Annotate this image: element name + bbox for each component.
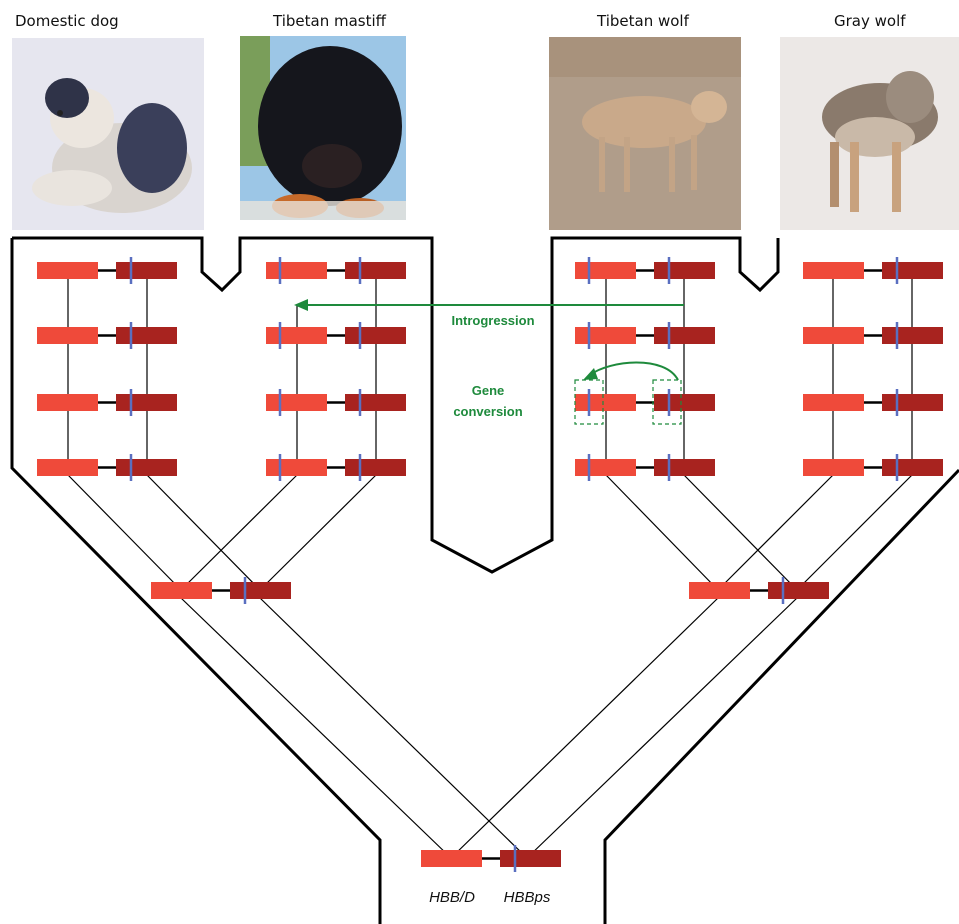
- introgression-label: Introgression: [451, 313, 534, 328]
- hbb-ps-gene-block: [500, 850, 561, 867]
- hbb-d-gene-block: [37, 327, 98, 344]
- gene-pair: [266, 454, 406, 481]
- gene-label-hbb-ps: HBBps: [504, 889, 551, 906]
- hbb-ps-gene-block: [230, 582, 291, 599]
- hbb-ps-gene-block: [116, 394, 177, 411]
- hbb-ps-gene-block: [882, 327, 943, 344]
- domestic-dog-photo: [12, 38, 204, 230]
- hbb-d-gene-block: [803, 394, 864, 411]
- gene-pair: [266, 389, 406, 416]
- tibetan-wolf-photo: [549, 37, 741, 230]
- gene-conversion-arrow: [589, 361, 679, 381]
- gene-conversion-box-source: [652, 379, 682, 425]
- gene-pair: [803, 389, 943, 416]
- hbb-ps-gene-block: [345, 327, 406, 344]
- hbb-d-gene-block: [575, 262, 636, 279]
- gene-lineages: [67, 278, 913, 859]
- gene-pair: [575, 322, 715, 349]
- hbb-d-gene-block: [266, 327, 327, 344]
- gene-pair: [266, 257, 406, 284]
- hbb-d-gene-block: [803, 327, 864, 344]
- hbb-ps-gene-block: [654, 262, 715, 279]
- gene-pair: [421, 845, 561, 872]
- hbb-d-gene-block: [575, 327, 636, 344]
- species-tree-outline-right-branch: [603, 468, 959, 924]
- hbb-d-gene-block: [803, 262, 864, 279]
- gene-pair: [266, 322, 406, 349]
- gene-pair: [689, 577, 829, 604]
- hbb-d-gene-block: [575, 394, 636, 411]
- hbb-ps-gene-block: [345, 459, 406, 476]
- gene-conversion-label-line2: conversion: [453, 404, 522, 419]
- gene-pair: [575, 454, 715, 481]
- gene-conversion-label-line1: Gene: [472, 383, 505, 398]
- hbb-d-gene-block: [37, 459, 98, 476]
- gray-wolf-photo: [780, 37, 959, 230]
- hbb-d-gene-block: [266, 394, 327, 411]
- gene-pair: [37, 454, 177, 481]
- hbb-ps-gene-block: [768, 582, 829, 599]
- gene-conversion-box-target: [574, 379, 604, 425]
- hbb-d-gene-block: [266, 262, 327, 279]
- gene-pair: [803, 454, 943, 481]
- hbb-ps-gene-block: [654, 394, 715, 411]
- gene-pair: [151, 577, 291, 604]
- hbb-d-gene-block: [151, 582, 212, 599]
- hbb-d-gene-block: [421, 850, 482, 867]
- hbb-ps-gene-block: [116, 327, 177, 344]
- gene-pair: [803, 322, 943, 349]
- hbb-ps-gene-block: [882, 262, 943, 279]
- hbb-ps-gene-block: [654, 327, 715, 344]
- hbb-d-gene-block: [37, 394, 98, 411]
- hbb-ps-gene-block: [882, 394, 943, 411]
- gene-pair: [37, 257, 177, 284]
- introgression-arrow: [294, 299, 684, 311]
- gene-pair: [575, 257, 715, 284]
- gene-pair: [803, 257, 943, 284]
- gene-pair: [37, 322, 177, 349]
- species-title-tibetan-wolf: Tibetan wolf: [597, 12, 689, 30]
- hbb-ps-gene-block: [882, 459, 943, 476]
- gene-pair: [575, 389, 715, 416]
- gene-label-hbb-d: HBB/D: [429, 889, 475, 906]
- hbb-d-gene-block: [803, 459, 864, 476]
- hbb-ps-gene-block: [345, 262, 406, 279]
- hbb-ps-gene-block: [654, 459, 715, 476]
- species-tree-outline-left-branch: [10, 238, 382, 924]
- species-title-domestic-dog: Domestic dog: [15, 12, 119, 30]
- species-title-tibetan-mastiff: Tibetan mastiff: [273, 12, 386, 30]
- gene-conversion-arrowhead: [583, 368, 598, 380]
- species-tree-outline-left: [12, 236, 780, 574]
- species-title-gray-wolf: Gray wolf: [834, 12, 906, 30]
- tibetan-mastiff-photo: [240, 36, 406, 220]
- hbb-d-gene-block: [575, 459, 636, 476]
- gene-pair: [37, 389, 177, 416]
- hbb-ps-gene-block: [116, 262, 177, 279]
- hbb-ps-gene-block: [345, 394, 406, 411]
- hbb-d-gene-block: [689, 582, 750, 599]
- hbb-ps-gene-block: [116, 459, 177, 476]
- hbb-d-gene-block: [266, 459, 327, 476]
- hbb-d-gene-block: [37, 262, 98, 279]
